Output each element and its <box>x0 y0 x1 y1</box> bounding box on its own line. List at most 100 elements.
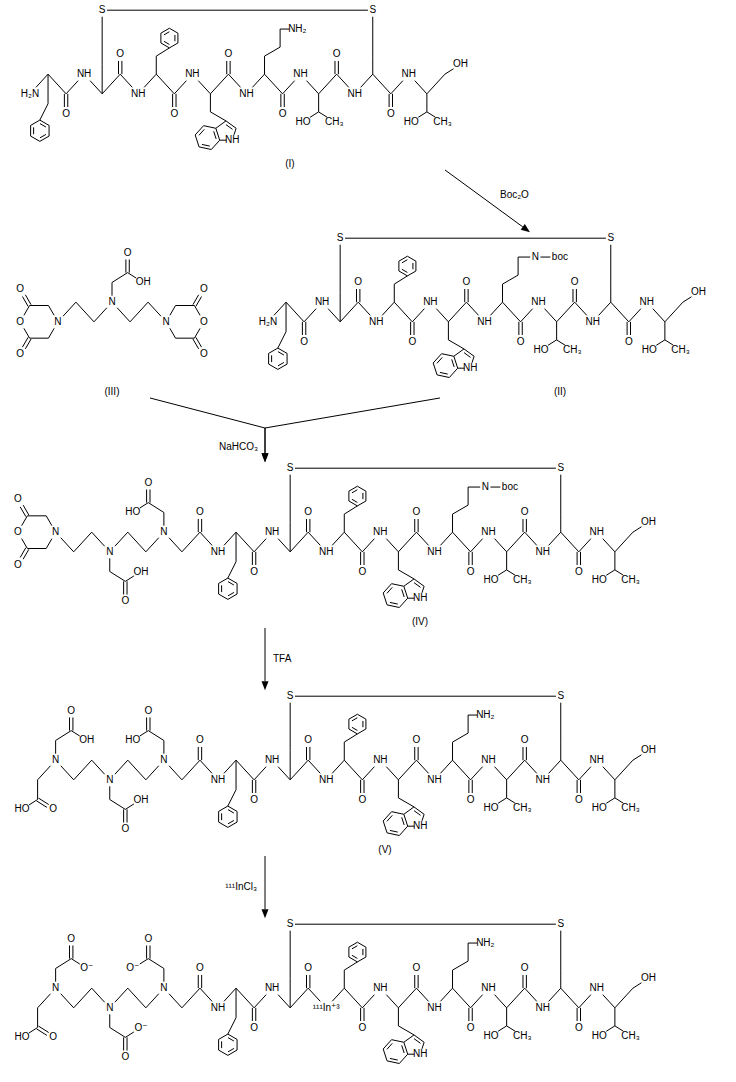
bond-line <box>210 74 228 94</box>
atom-label: CH₃ <box>513 1030 532 1042</box>
bond-line <box>310 112 319 117</box>
atom-label: NH <box>211 774 225 786</box>
atom-label: O <box>121 1051 129 1063</box>
atom-label: O <box>200 316 208 328</box>
atom-label: OH <box>79 734 94 746</box>
bond-line <box>210 112 226 121</box>
bond-line <box>526 519 527 532</box>
bond-line <box>362 995 374 1008</box>
bond-line <box>228 74 240 87</box>
bond-line <box>90 81 102 94</box>
bond-line <box>398 798 414 807</box>
atom-label: NH <box>319 546 333 558</box>
atom-label: O <box>116 48 124 60</box>
bond-line <box>55 740 56 753</box>
bond-line <box>471 767 483 780</box>
bond-line <box>198 81 210 94</box>
bond-line <box>404 1035 414 1042</box>
bond-line <box>117 308 130 322</box>
atom-label: O⁻ <box>134 1022 147 1034</box>
bond-line <box>38 994 51 1008</box>
bond-line <box>39 1026 49 1032</box>
atom-label: O <box>413 734 421 746</box>
bond-line <box>76 302 94 322</box>
bond-line <box>526 747 527 760</box>
atom-label: O <box>521 734 529 746</box>
bond-line <box>414 975 415 988</box>
bond-line <box>22 539 28 549</box>
bond-line <box>449 368 457 377</box>
bond-line <box>386 767 398 780</box>
bond-line <box>280 94 281 107</box>
bond-line <box>614 1008 615 1026</box>
bond-line <box>391 81 403 94</box>
atom-label: NH <box>477 316 491 328</box>
bond-line <box>169 538 182 552</box>
bond-line <box>468 289 469 302</box>
bond-line <box>146 945 147 958</box>
atom-label: O <box>121 823 129 835</box>
bond-line <box>418 975 419 988</box>
arrow-line <box>265 398 440 453</box>
atom-label: OH <box>691 286 706 298</box>
bond-line <box>24 328 30 338</box>
atom-label: HO <box>484 1030 499 1042</box>
bond-line <box>170 306 176 316</box>
bond-line <box>426 94 427 112</box>
bond-line <box>633 755 642 760</box>
atom-label: CH₃ <box>325 116 344 128</box>
bond-line <box>561 760 579 780</box>
bond-line <box>228 1018 236 1034</box>
bond-line <box>201 519 202 532</box>
bond-line <box>352 946 357 949</box>
bond-line <box>402 817 404 825</box>
bond-line <box>545 309 557 322</box>
bond-line <box>359 289 360 302</box>
atom-label: NH <box>481 754 495 766</box>
atom-label: HO <box>534 344 549 356</box>
bond-line <box>306 747 307 760</box>
bond-line <box>344 506 357 514</box>
bond-line <box>468 1008 469 1021</box>
bond-line <box>198 747 199 760</box>
bond-line <box>107 10 368 11</box>
bond-line <box>416 532 428 545</box>
atom-label: S <box>287 690 294 702</box>
bond-line <box>148 959 164 969</box>
bond-line <box>109 558 110 571</box>
bond-line <box>627 322 628 335</box>
atom-label: HO <box>125 734 140 746</box>
atom-label: O <box>333 48 341 60</box>
atom-label: HO <box>125 506 140 518</box>
bond-line <box>199 147 211 150</box>
atom-label: NH <box>319 774 333 786</box>
bond-line <box>407 256 416 261</box>
bond-line <box>219 822 228 827</box>
bond-line <box>195 126 203 135</box>
bond-line <box>123 581 124 594</box>
bond-line <box>472 356 474 363</box>
bond-line <box>102 64 103 94</box>
bond-line <box>48 328 54 338</box>
bond-line <box>210 94 211 112</box>
atom-label: O <box>463 276 471 288</box>
bond-line <box>156 74 174 94</box>
bond-line <box>414 322 415 335</box>
reaction-arrow <box>262 398 441 462</box>
bond-line <box>255 780 256 793</box>
atom-label: O <box>279 108 287 120</box>
atom-label: NH <box>211 1002 225 1014</box>
bond-line <box>599 302 611 315</box>
atom-label: O <box>575 794 583 806</box>
atom-label: O <box>413 962 421 974</box>
bond-line <box>306 519 307 532</box>
bond-line <box>67 94 68 107</box>
atom-label: N <box>162 316 169 328</box>
structure-bonds <box>29 696 641 835</box>
bond-line <box>433 363 437 375</box>
bond-line <box>128 532 146 552</box>
reaction-arrow <box>150 398 269 462</box>
bond-line <box>398 1008 399 1026</box>
atom-label: N <box>106 546 113 558</box>
bond-line <box>71 731 80 736</box>
